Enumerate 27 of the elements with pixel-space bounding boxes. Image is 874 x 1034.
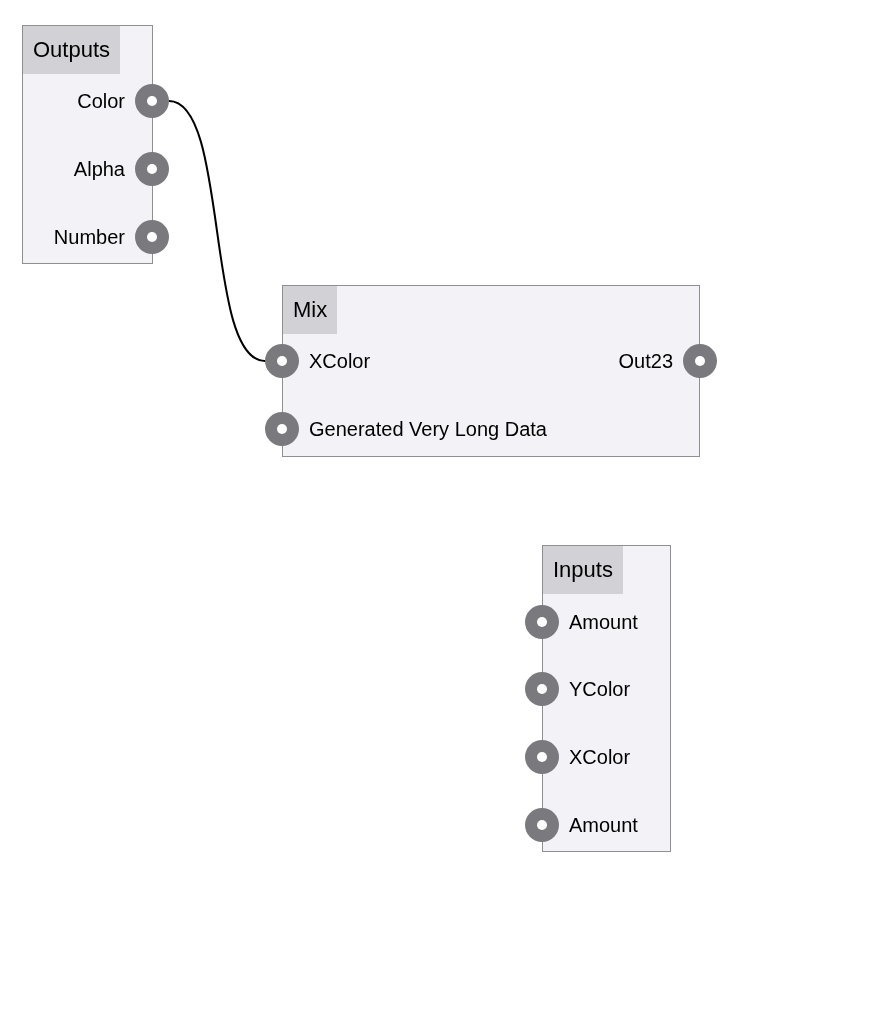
port-circle-icon	[525, 605, 559, 639]
panel-header: Outputs	[23, 26, 121, 74]
panel-header: Mix	[283, 286, 338, 334]
node-panel	[282, 285, 700, 457]
port-label: Color	[77, 89, 125, 113]
port-label: YColor	[569, 677, 631, 701]
port-label: Alpha	[73, 157, 125, 181]
port-circle-icon	[525, 672, 559, 706]
node-panel	[22, 25, 153, 264]
port-label: XColor	[569, 745, 631, 769]
port-circle-icon	[265, 344, 299, 378]
port-label: Amount	[569, 610, 638, 634]
port-circle-icon	[135, 220, 169, 254]
node-panel	[542, 545, 671, 852]
port-circle-icon	[135, 152, 169, 186]
connector-wire	[168, 100, 266, 362]
port-label: Amount	[569, 813, 638, 837]
port-label: Generated Very Long Data	[309, 417, 547, 441]
port-circle-icon	[683, 344, 717, 378]
port-circle-icon	[135, 84, 169, 118]
port-circle-icon	[525, 808, 559, 842]
port-circle-icon	[265, 412, 299, 446]
port-label: Out23	[618, 349, 673, 373]
port-label: XColor	[309, 349, 371, 373]
panel-header: Inputs	[543, 546, 623, 594]
port-circle-icon	[525, 740, 559, 774]
port-label: Number	[53, 225, 125, 249]
